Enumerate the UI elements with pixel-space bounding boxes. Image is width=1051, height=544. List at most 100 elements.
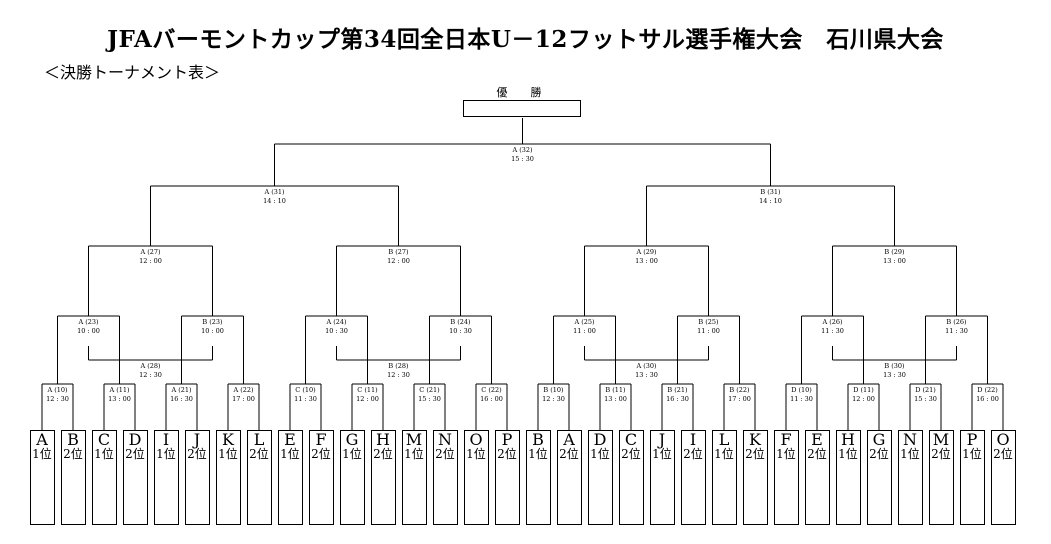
team-group: C xyxy=(624,430,638,449)
team-rank: 2位 xyxy=(683,447,703,461)
consolation-match-label: A (28)12 : 30 xyxy=(139,362,162,380)
r16-match-label-time: 10 : 30 xyxy=(449,327,472,335)
r32-match-label-time: 15 : 30 xyxy=(418,395,441,403)
qf-match-label: A (27)12 : 00 xyxy=(139,248,162,266)
qf-match-label: B (27)12 : 00 xyxy=(387,248,410,266)
r16-match-label: A (26)11 : 30 xyxy=(821,318,844,336)
team-rank: 1位 xyxy=(900,447,920,461)
consolation-match-label: B (30)13 : 30 xyxy=(883,362,906,380)
team-group: G xyxy=(872,430,886,449)
r16-match-label-code: A (24) xyxy=(326,318,347,326)
team-rank: 1位 xyxy=(94,447,114,461)
r16-match-label-time: 10 : 00 xyxy=(77,327,100,335)
team-group: D xyxy=(128,430,142,449)
r32-match-label: A (10)12 : 30 xyxy=(46,386,69,404)
r32-match-label-code: A (11) xyxy=(109,386,130,394)
r32-match-label-time: 17 : 00 xyxy=(728,395,751,403)
team-group: A xyxy=(563,430,575,449)
team-group: E xyxy=(811,430,823,449)
qf-match-label: A (29)13 : 00 xyxy=(635,248,658,266)
team-group: M xyxy=(932,430,950,449)
consolation-match-label: A (30)13 : 30 xyxy=(635,362,658,380)
r16-match-label-time: 11 : 30 xyxy=(821,327,844,335)
team-group: P xyxy=(501,430,513,449)
r16-match-label: A (24)10 : 30 xyxy=(325,318,348,336)
r32-match-label-time: 12 : 00 xyxy=(852,395,875,403)
r32-match-label-time: 16 : 00 xyxy=(976,395,999,403)
team-group: J xyxy=(658,430,666,449)
team-rank: 1位 xyxy=(590,447,610,461)
r32-match-label-time: 16 : 30 xyxy=(170,395,193,403)
r16-match-label: B (23)10 : 00 xyxy=(201,318,224,336)
team-group: O xyxy=(469,430,483,449)
sf-match-label: A (31)14 : 10 xyxy=(263,188,286,206)
sf-match-label-code: B (31) xyxy=(760,188,781,196)
team-group: K xyxy=(749,430,761,449)
team-rank: 1位 xyxy=(156,447,176,461)
team-group: I xyxy=(162,430,170,449)
team-rank: 2位 xyxy=(745,447,765,461)
r16-match-label-time: 11 : 00 xyxy=(697,327,720,335)
r32-match-label-code: D (10) xyxy=(791,386,812,394)
team-group: O xyxy=(996,430,1010,449)
qf-match-label-time: 12 : 00 xyxy=(387,257,410,265)
consolation-match-label-code: B (30) xyxy=(884,362,905,370)
r32-match-label-time: 12 : 00 xyxy=(356,395,379,403)
team-group: E xyxy=(284,430,296,449)
team-group: D xyxy=(593,430,607,449)
r32-match-label: D (11)12 : 00 xyxy=(852,386,875,404)
team-group: H xyxy=(376,430,390,449)
qf-match-label-time: 13 : 00 xyxy=(883,257,906,265)
qf-match-label-code: B (29) xyxy=(884,248,905,256)
r16-match-label-time: 11 : 00 xyxy=(573,327,596,335)
r16-match-label-code: B (23) xyxy=(202,318,223,326)
team-rank: 2位 xyxy=(435,447,455,461)
team-group: M xyxy=(405,430,423,449)
final-match-label-code: A (32) xyxy=(512,146,533,154)
team-rank: 2位 xyxy=(187,447,207,461)
consolation-match-label-code: A (30) xyxy=(636,362,657,370)
team-group: J xyxy=(193,430,201,449)
r32-match-label: B (10)12 : 30 xyxy=(542,386,565,404)
team-rank: 1位 xyxy=(404,447,424,461)
consolation-match-label-time: 12 : 30 xyxy=(139,371,162,379)
team-group: I xyxy=(689,430,697,449)
qf-match-label: B (29)13 : 00 xyxy=(883,248,906,266)
team-rank: 2位 xyxy=(63,447,83,461)
team-rank: 2位 xyxy=(931,447,951,461)
r32-match-label: A (22)17 : 00 xyxy=(232,386,255,404)
r16-match-label: B (24)10 : 30 xyxy=(449,318,472,336)
team-rank: 1位 xyxy=(838,447,858,461)
qf-match-label-time: 12 : 00 xyxy=(139,257,162,265)
team-rank: 1位 xyxy=(776,447,796,461)
r32-match-label: C (11)12 : 00 xyxy=(356,386,379,404)
team-rank: 2位 xyxy=(249,447,269,461)
final-match-label: A (32)15 : 30 xyxy=(511,146,534,164)
r32-match-label: C (22)16 : 00 xyxy=(480,386,503,404)
team-rank: 2位 xyxy=(993,447,1013,461)
r16-match-label-time: 10 : 00 xyxy=(201,327,224,335)
team-rank: 1位 xyxy=(962,447,982,461)
qf-match-label-code: B (27) xyxy=(388,248,409,256)
team-rank: 1位 xyxy=(466,447,486,461)
team-group: C xyxy=(97,430,111,449)
r32-match-label-time: 11 : 30 xyxy=(294,395,317,403)
sf-match-label-time: 14 : 10 xyxy=(263,197,286,205)
r32-match-label-code: A (22) xyxy=(233,386,254,394)
champion-box xyxy=(463,100,581,117)
